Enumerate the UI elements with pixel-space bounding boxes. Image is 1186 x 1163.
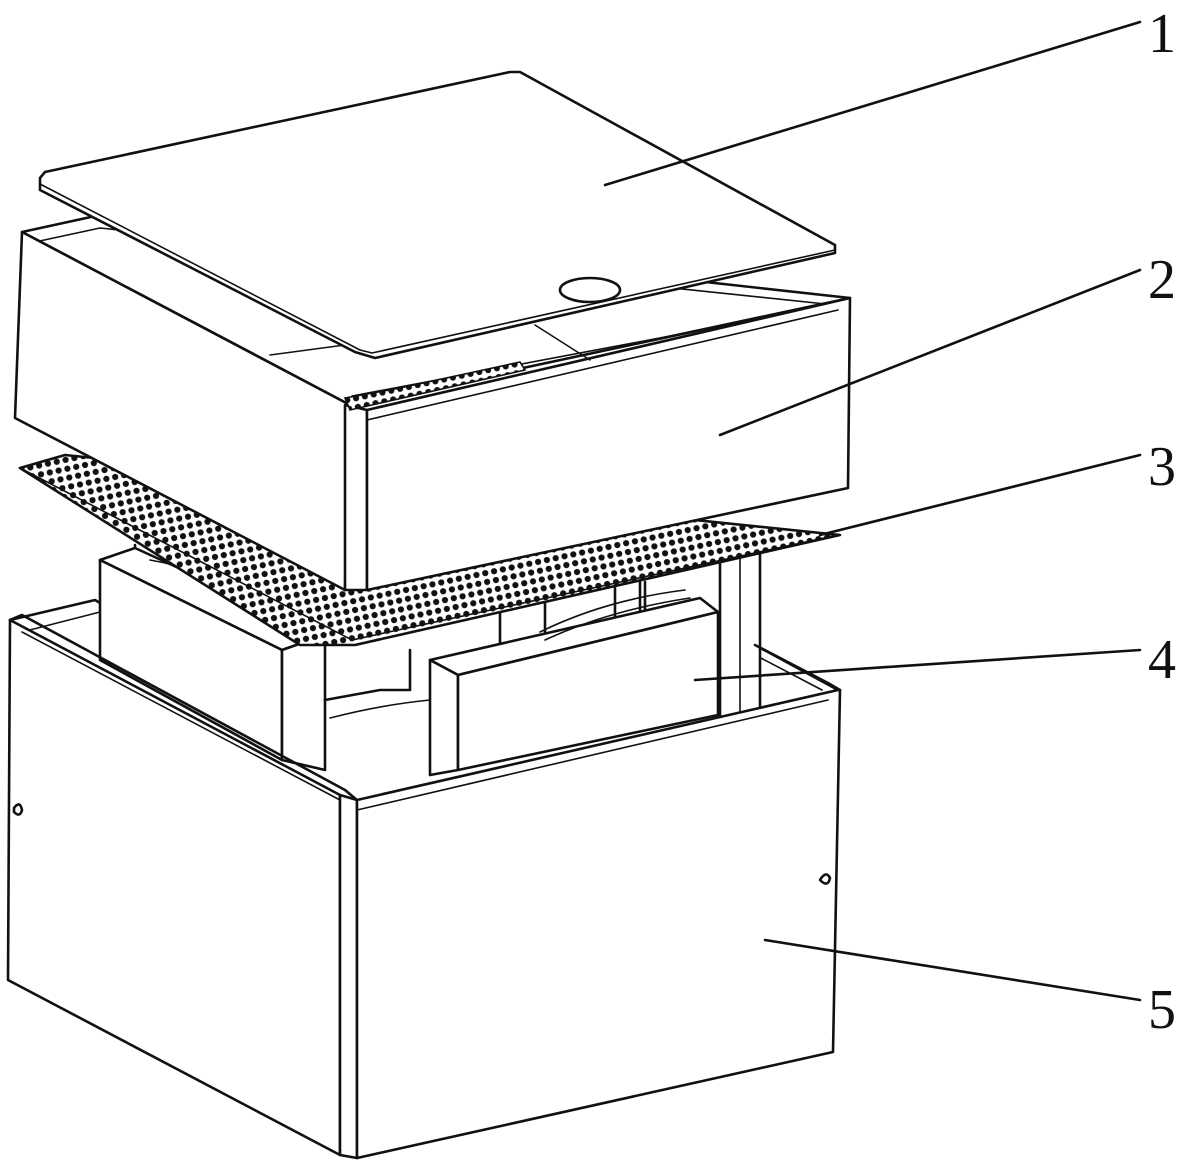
callout-1: 1 (1148, 3, 1176, 65)
leader-line-1 (603, 20, 1142, 187)
callout-5: 5 (1148, 979, 1176, 1041)
leader-line-4 (693, 648, 1142, 682)
lid-handle-knob (558, 276, 622, 304)
callout-3: 3 (1148, 436, 1176, 498)
leader-lines (603, 20, 1142, 1002)
callout-4: 4 (1148, 629, 1176, 691)
right-latch-mark (818, 873, 832, 885)
leader-line-3 (818, 453, 1142, 537)
leader-line-5 (763, 938, 1142, 1002)
lower-box (6, 613, 842, 1160)
callout-numbers: 1 2 3 4 5 (1148, 3, 1176, 1041)
callout-2: 2 (1148, 249, 1176, 311)
leader-line-2 (718, 268, 1142, 437)
lid (38, 70, 837, 360)
left-latch-mark (12, 803, 24, 816)
